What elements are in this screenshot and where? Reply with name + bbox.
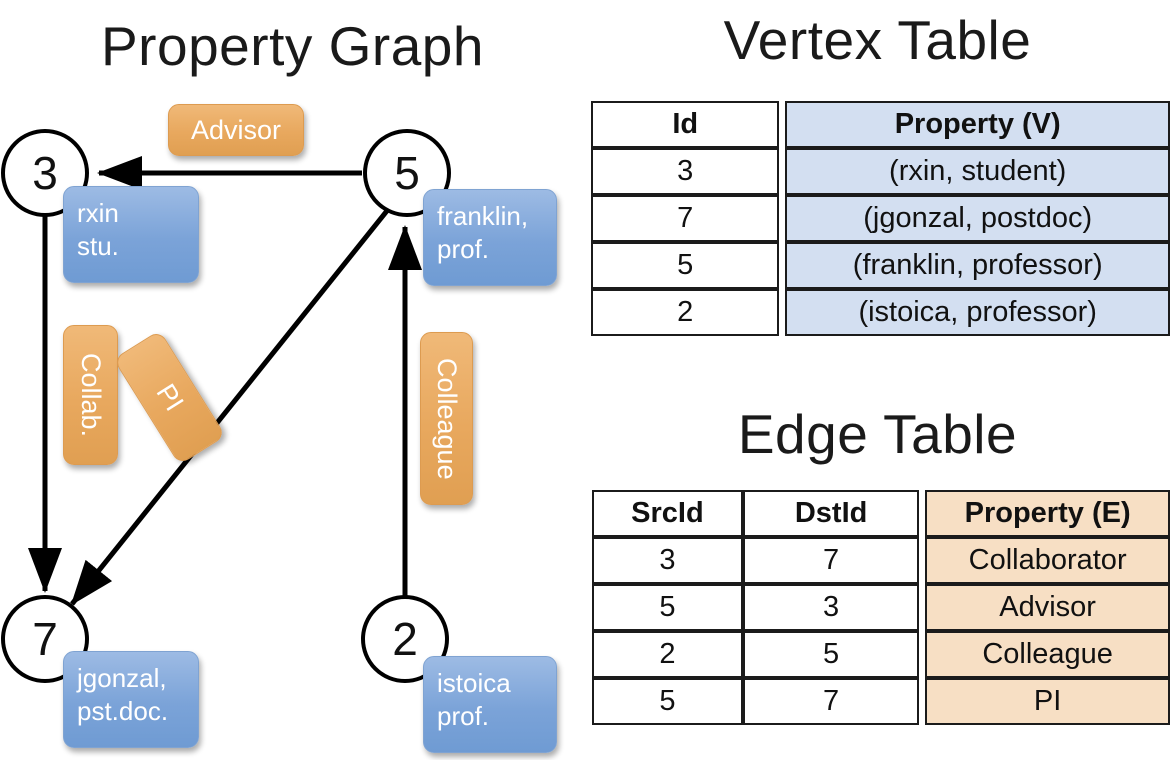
- vertex-row-2-property: (franklin, professor): [785, 242, 1170, 289]
- edge-label-collab[interactable]: Collab.: [63, 325, 118, 465]
- edge-label-collab-text: Collab.: [76, 352, 106, 438]
- table-row[interactable]: 7 (jgonzal, postdoc): [591, 195, 1170, 242]
- property-box-istoica[interactable]: istoica prof.: [423, 656, 557, 753]
- property-graph-title: Property Graph: [100, 15, 484, 77]
- property-box-rxin-line1: rxin: [77, 198, 119, 228]
- property-box-franklin-line1: franklin,: [437, 201, 529, 231]
- property-graph-diagram: 3 5 7 2 rxin stu. franklin, prof. jgonza…: [0, 85, 585, 760]
- vertex-table-header-row: Id Property (V): [591, 101, 1170, 148]
- edge-label-advisor-text: Advisor: [190, 114, 282, 145]
- edge-row-1-property: Advisor: [925, 584, 1170, 631]
- edge-label-colleague-text: Colleague: [432, 357, 462, 480]
- table-row[interactable]: 5 (franklin, professor): [591, 242, 1170, 289]
- edge-label-advisor[interactable]: Advisor: [168, 104, 304, 156]
- edge-table-title: Edge Table: [737, 403, 1018, 465]
- edge-row-2-dst: 5: [742, 631, 920, 678]
- edge-line-pi: [70, 205, 392, 606]
- vertex-row-1-property: (jgonzal, postdoc): [785, 195, 1170, 242]
- property-box-jgonzal[interactable]: jgonzal, pst.doc.: [63, 651, 199, 748]
- edge-table-header-src: SrcId: [592, 490, 743, 537]
- vertex-table-title: Vertex Table: [723, 9, 1032, 71]
- edge-table-header-property: Property (E): [925, 490, 1170, 537]
- graph-node-5[interactable]: 5: [363, 129, 451, 217]
- edge-row-3-dst: 7: [742, 678, 920, 725]
- edge-table-header-dst: DstId: [742, 490, 920, 537]
- vertex-table-header-property: Property (V): [785, 101, 1170, 148]
- edge-row-1-dst: 3: [742, 584, 920, 631]
- edge-row-0-property: Collaborator: [925, 537, 1170, 584]
- edge-row-3-src: 5: [592, 678, 743, 725]
- table-row[interactable]: 5 7 PI: [592, 678, 1170, 725]
- table-row[interactable]: 3 7 Collaborator: [592, 537, 1170, 584]
- graph-node-2-label: 2: [392, 613, 418, 665]
- property-box-istoica-line1: istoica: [437, 668, 511, 698]
- vertex-row-3-id: 2: [591, 289, 780, 336]
- edge-table: SrcId DstId Property (E) 3 7 Collaborato…: [592, 490, 1170, 725]
- property-box-istoica-line2: prof.: [437, 701, 490, 731]
- vertex-row-0-property: (rxin, student): [785, 148, 1170, 195]
- property-box-rxin[interactable]: rxin stu.: [63, 186, 199, 283]
- vertex-row-3-property: (istoica, professor): [785, 289, 1170, 336]
- table-row[interactable]: 2 (istoica, professor): [591, 289, 1170, 336]
- edge-row-2-src: 2: [592, 631, 743, 678]
- property-box-franklin-line2: prof.: [437, 234, 490, 264]
- graph-node-5-label: 5: [394, 147, 420, 199]
- edge-row-2-property: Colleague: [925, 631, 1170, 678]
- table-row[interactable]: 5 3 Advisor: [592, 584, 1170, 631]
- table-row[interactable]: 2 5 Colleague: [592, 631, 1170, 678]
- graph-node-3[interactable]: 3: [1, 129, 89, 217]
- graph-edges-svg: [28, 156, 422, 637]
- property-box-rxin-line2: stu.: [77, 231, 119, 261]
- edge-label-colleague[interactable]: Colleague: [420, 332, 473, 505]
- vertex-row-0-id: 3: [591, 148, 780, 195]
- property-box-jgonzal-line2: pst.doc.: [77, 696, 169, 726]
- vertex-table-header-id: Id: [591, 101, 780, 148]
- table-row[interactable]: 3 (rxin, student): [591, 148, 1170, 195]
- edge-row-1-src: 5: [592, 584, 743, 631]
- vertex-row-2-id: 5: [591, 242, 780, 289]
- graph-node-7-label: 7: [32, 613, 58, 665]
- edge-row-0-src: 3: [592, 537, 743, 584]
- edge-row-0-dst: 7: [742, 537, 920, 584]
- graph-node-3-label: 3: [32, 147, 58, 199]
- vertex-row-1-id: 7: [591, 195, 780, 242]
- vertex-table: Id Property (V) 3 (rxin, student) 7 (jgo…: [591, 101, 1170, 336]
- property-box-franklin[interactable]: franklin, prof.: [423, 189, 557, 286]
- property-box-jgonzal-line1: jgonzal,: [77, 663, 167, 693]
- edge-table-header-row: SrcId DstId Property (E): [592, 490, 1170, 537]
- edge-row-3-property: PI: [925, 678, 1170, 725]
- edge-label-pi-text: PI: [150, 378, 190, 416]
